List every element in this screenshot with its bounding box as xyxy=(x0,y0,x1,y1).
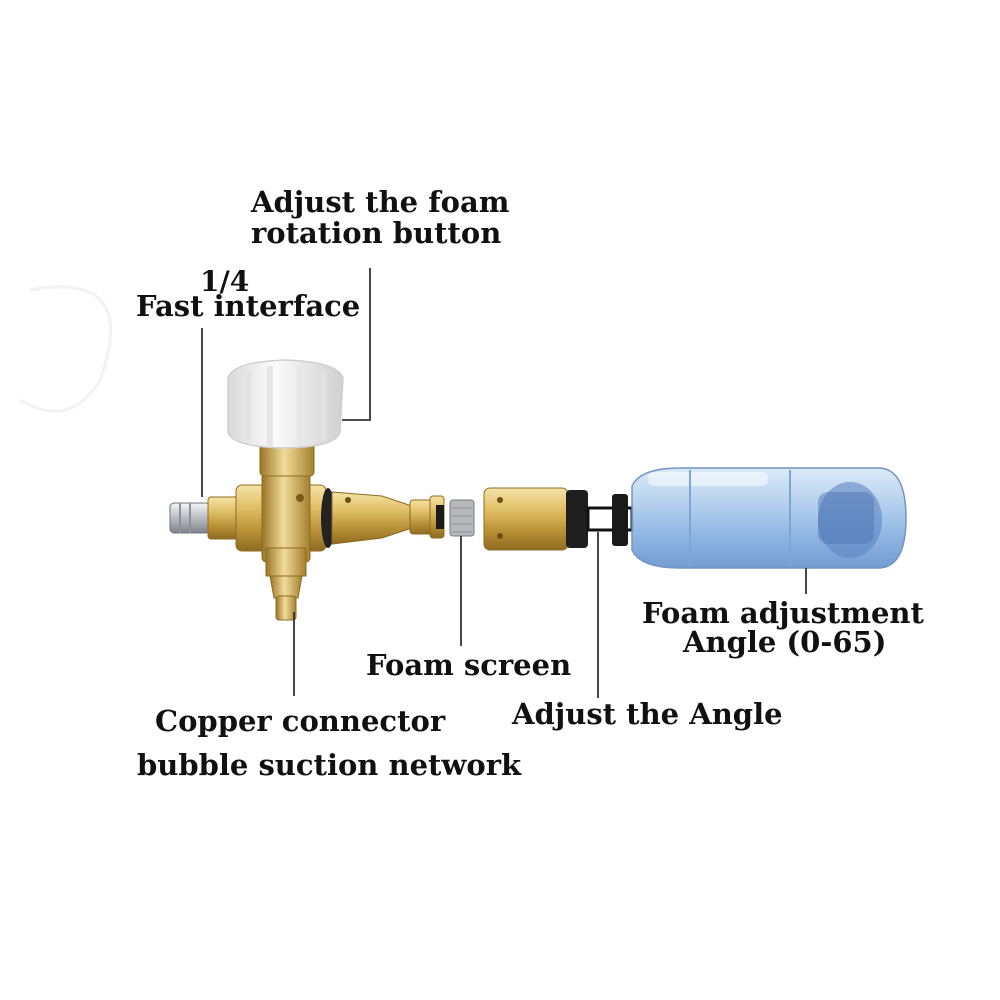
foam-adjustment-label-line1: Foam adjustment xyxy=(642,596,924,630)
foam-adjustment-label-line2: Angle (0-65) xyxy=(683,625,887,659)
foam-screen-mesh xyxy=(449,499,475,537)
rotation-knob-assembly xyxy=(227,359,344,477)
copper-connector xyxy=(265,547,307,621)
background-shape xyxy=(19,285,113,413)
quick-connect-fitting xyxy=(169,496,239,540)
brass-nozzle-tube xyxy=(331,491,445,545)
foam-nozzle-bottle xyxy=(631,467,907,569)
rotation-button-label-line1: Adjust the foam xyxy=(251,185,510,219)
copper-connector-label-line1: Copper connector xyxy=(155,704,446,738)
foam-screen-label: Foam screen xyxy=(366,648,572,682)
copper-connector-label-line2: bubble suction network xyxy=(137,748,522,782)
rotation-button-label-line2: rotation button xyxy=(251,216,502,250)
leader-lines xyxy=(201,268,807,698)
fast-interface-label-line1: 1/4 xyxy=(200,265,250,298)
brass-sleeve xyxy=(483,487,588,551)
fast-interface-label-line2: Fast interface xyxy=(136,289,361,323)
leader-rotation-button xyxy=(342,268,371,421)
adjust-angle-label: Adjust the Angle xyxy=(512,697,783,731)
angle-adjust-ring xyxy=(586,494,634,546)
